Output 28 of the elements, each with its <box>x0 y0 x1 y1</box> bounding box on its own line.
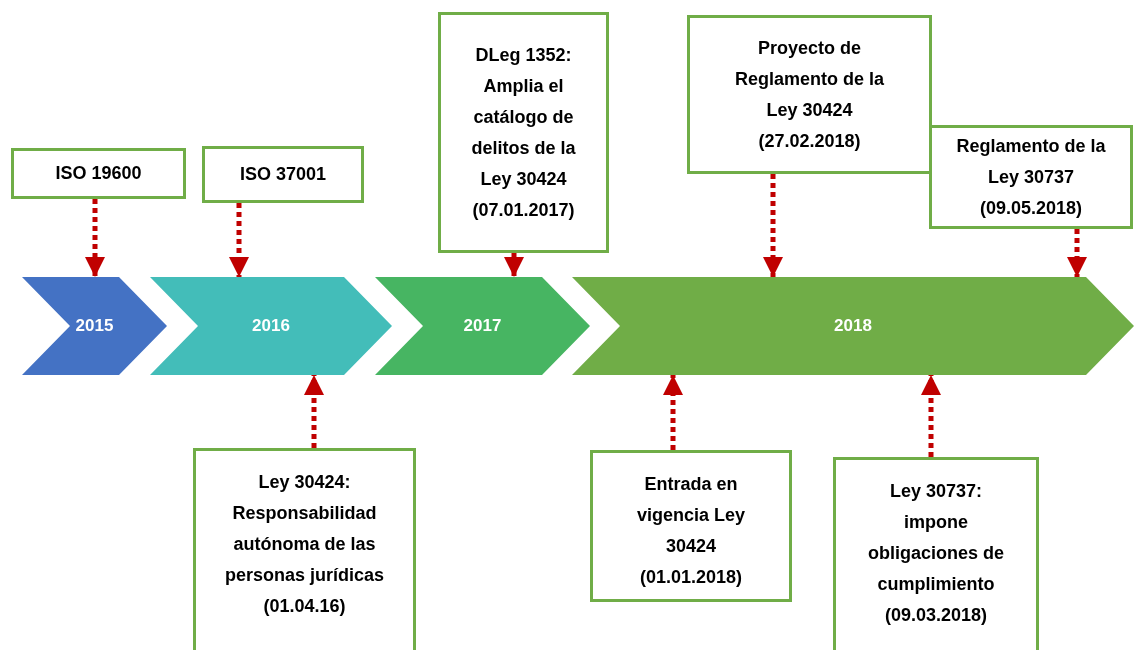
year-label: 2016 <box>252 315 290 338</box>
box-text: ISO 37001 <box>239 163 327 186</box>
box-text: DLeg 1352: Amplia el catálogo de delitos de la Ley 30424 (07.01.2017) <box>470 43 577 222</box>
text-box <box>929 125 1133 229</box>
dashed-arrow <box>1067 229 1087 277</box>
box-text: Ley 30424: Responsabilidad autónoma de las personas jurídicas (01.04.16) <box>223 471 386 618</box>
box-text: Entrada en vigencia Ley 30424 (01.01.2018) <box>635 473 747 589</box>
year-label: 2018 <box>834 315 872 338</box>
dashed-arrow <box>663 375 683 450</box>
text-box <box>687 15 932 174</box>
text-box <box>11 148 186 199</box>
dashed-arrow <box>229 203 249 277</box>
dashed-arrow <box>85 199 105 277</box>
dashed-arrow <box>763 174 783 277</box>
box-text: Reglamento de la Ley 30737 (09.05.2018) <box>956 134 1106 220</box>
text-box <box>438 12 609 253</box>
box-text: Ley 30737: impone obligaciones de cumplimiento (09.03.2018) <box>867 480 1005 627</box>
text-box <box>833 457 1039 650</box>
dashed-arrow <box>304 375 324 448</box>
year-label: 2017 <box>463 315 502 338</box>
box-text: ISO 19600 <box>55 162 142 185</box>
text-box <box>193 448 416 650</box>
text-box <box>202 146 364 203</box>
box-text: Proyecto de Reglamento de la Ley 30424 (27.02.2018) <box>733 36 885 153</box>
dashed-arrow <box>504 253 524 277</box>
dashed-arrow <box>921 375 941 457</box>
text-box <box>590 450 792 602</box>
year-label: 2015 <box>75 315 114 338</box>
